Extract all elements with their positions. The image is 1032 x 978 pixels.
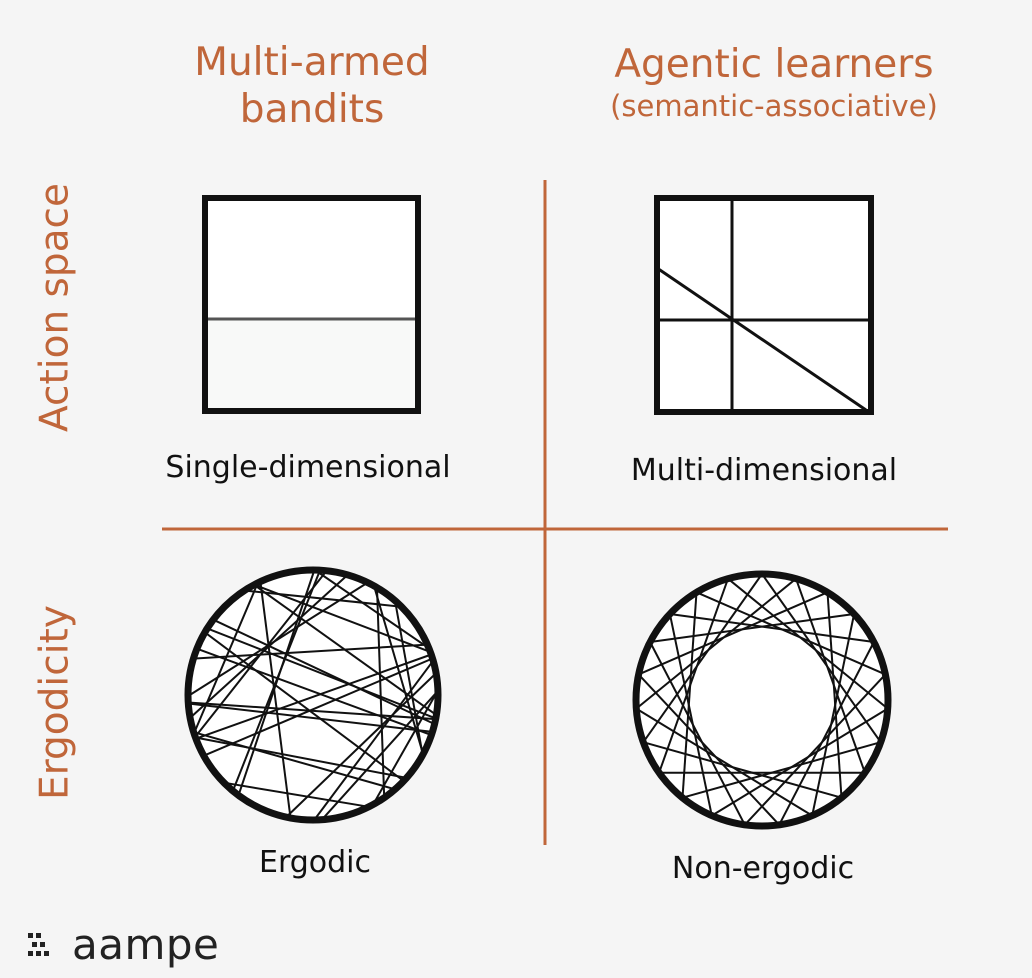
- non-ergodic-chord: [635, 577, 797, 710]
- logo-text: aampe: [72, 920, 220, 969]
- ergodic-chord: [376, 587, 386, 798]
- non-ergodic-chord: [681, 592, 698, 798]
- non-ergodic-chord: [649, 613, 855, 643]
- ergodic-chord: [321, 690, 439, 821]
- column-header-agentic: Agentic learners (semantic-associative): [560, 42, 988, 124]
- non-ergodic-chord: [811, 613, 856, 816]
- non-ergodic-ring: [632, 570, 892, 830]
- non-ergodic-chord: [682, 741, 881, 799]
- non-ergodic-chord: [711, 707, 889, 817]
- non-ergodic-chord: [643, 741, 842, 799]
- caption-multi-dimensional: Multi-dimensional: [630, 453, 898, 488]
- non-ergodic-chord: [696, 591, 886, 676]
- non-ergodic-chord: [637, 673, 780, 826]
- ergodic-chord: [206, 627, 437, 720]
- non-ergodic-chord: [658, 578, 729, 774]
- non-ergodic-chord: [638, 591, 828, 676]
- non-ergodic-chord: [668, 613, 713, 816]
- non-ergodic-chord: [761, 573, 882, 743]
- non-ergodic-chord: [826, 592, 843, 798]
- aampe-logo: aampe: [26, 920, 219, 969]
- ergodic-chord: [231, 569, 321, 792]
- ergodic-ring: [184, 566, 442, 824]
- ergodic-chord: [188, 702, 433, 733]
- ergodic-chord: [203, 657, 433, 757]
- ergodic-chord: [223, 781, 370, 808]
- single-dimensional-square: [202, 195, 421, 414]
- non-ergodic-chord: [795, 578, 866, 774]
- caption-non-ergodic: Non-ergodic: [671, 851, 855, 886]
- column-subtitle: (semantic-associative): [610, 88, 938, 123]
- ergodic-chord: [373, 585, 425, 755]
- ergodic-chord: [212, 618, 436, 726]
- ergodic-chord: [193, 731, 396, 791]
- non-ergodic-chord: [727, 577, 889, 710]
- ergodic-chord: [314, 569, 430, 650]
- ergodic-chord: [196, 647, 432, 736]
- caption-single-dimensional: Single-dimensional: [165, 450, 451, 485]
- ergodic-chord: [313, 660, 435, 821]
- ergodic-circle: [184, 566, 442, 824]
- ergodic-chord: [195, 653, 432, 740]
- non-ergodic-chord: [649, 641, 746, 826]
- column-header-bandits: Multi-armed bandits: [150, 40, 474, 134]
- ergodic-chord: [259, 581, 292, 819]
- non-ergodic-chord: [744, 673, 887, 826]
- non-ergodic-chord: [669, 613, 875, 643]
- ergodic-chord: [253, 583, 431, 653]
- non-ergodic-circle: [632, 570, 892, 830]
- column-title-line1: Multi-armed: [194, 40, 430, 85]
- column-title-line1: Agentic learners: [614, 42, 934, 87]
- non-ergodic-chord: [642, 573, 763, 743]
- column-title-line2: bandits: [239, 86, 385, 132]
- multi-dimensional-square: [654, 195, 874, 415]
- aampe-logo-icon: [28, 932, 49, 956]
- ergodic-chord: [193, 582, 259, 734]
- ergodic-chord: [204, 631, 405, 782]
- non-ergodic-chord: [778, 641, 875, 826]
- caption-ergodic: Ergodic: [258, 845, 372, 880]
- non-ergodic-chord: [635, 707, 813, 817]
- ergodic-chord: [193, 643, 428, 660]
